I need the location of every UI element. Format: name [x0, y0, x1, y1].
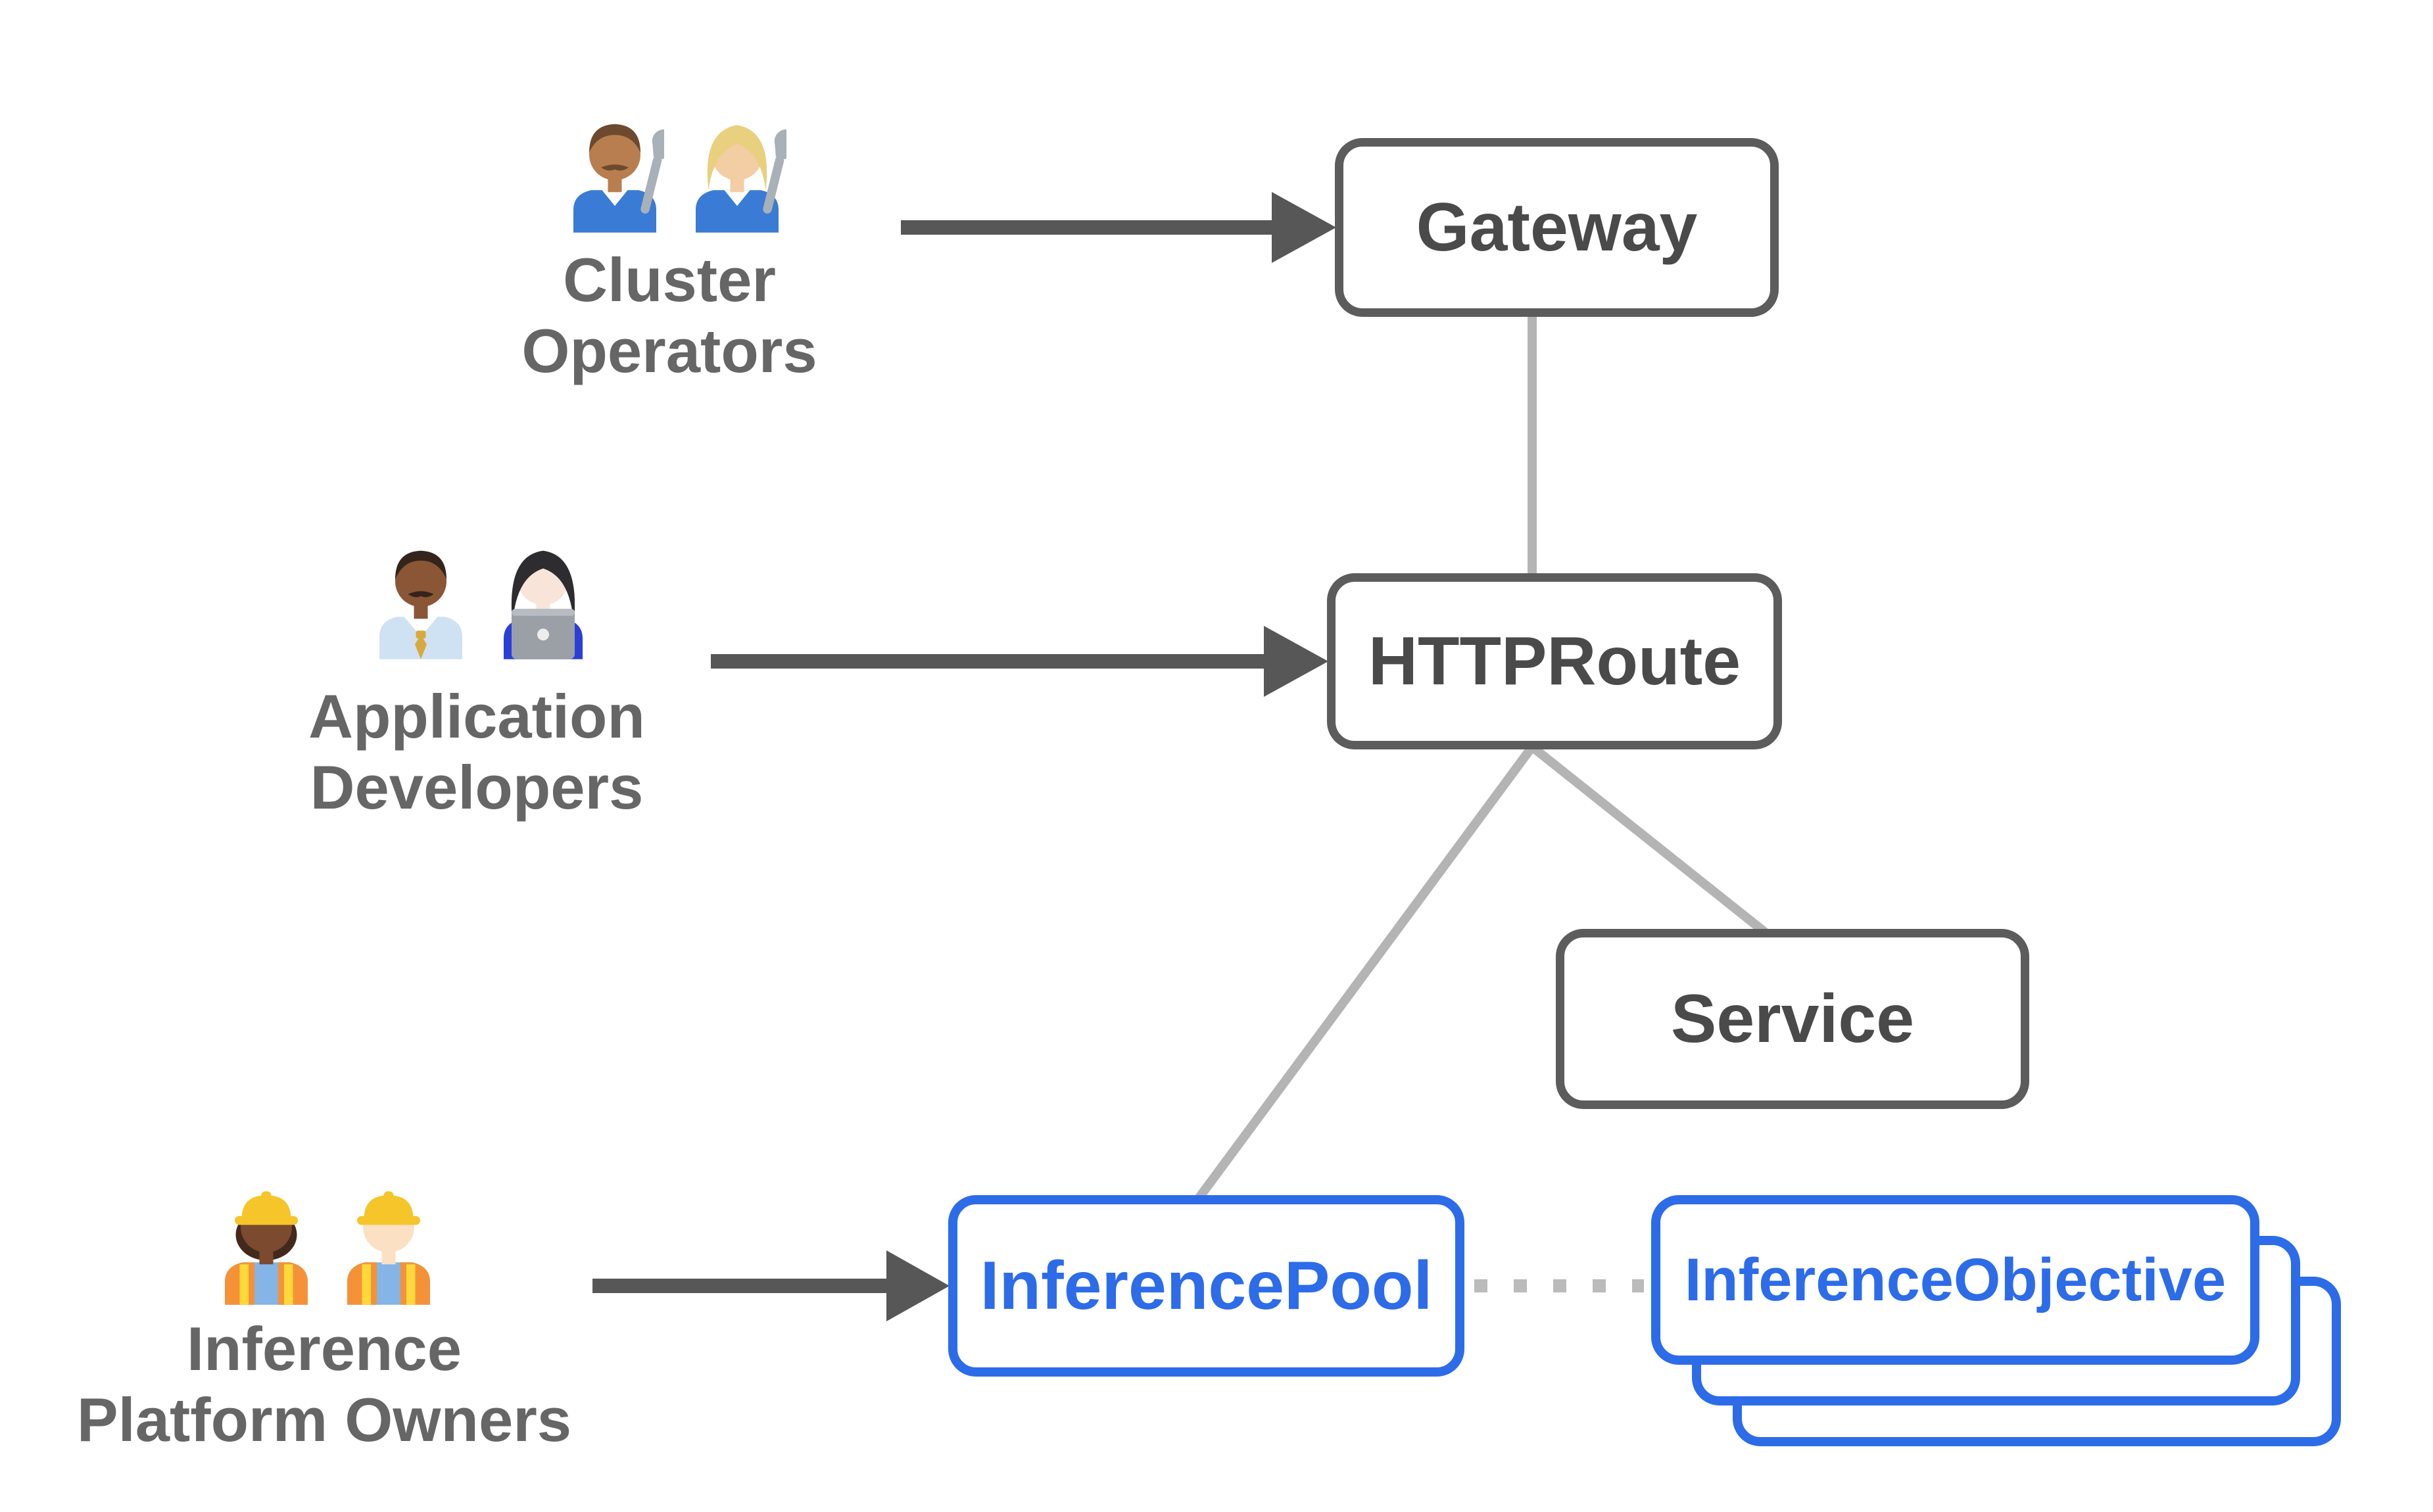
persona-inference-platform-owners-label: Inference Platform Owners: [61, 1313, 587, 1455]
man-construction-worker-emoji: [347, 1191, 430, 1305]
man-mechanic-emoji: [573, 124, 664, 233]
label-line: Inference: [187, 1314, 462, 1383]
persona-application-developers: [372, 538, 592, 659]
woman-construction-worker-emoji: [225, 1191, 308, 1305]
persona-cluster-operators-label: Cluster Operators: [406, 245, 932, 387]
node-httproute: HTTPRoute: [1327, 573, 1782, 749]
arrowhead-icon: [886, 1250, 950, 1321]
node-gateway-label: Gateway: [1416, 189, 1698, 266]
node-gateway: Gateway: [1335, 138, 1779, 317]
persona-cluster-operators: [566, 111, 786, 233]
edge-httproute-service: [1529, 743, 1768, 936]
arrow-application-developers-to-httproute: [711, 626, 1328, 697]
label-line: Cluster: [563, 245, 776, 314]
arrowhead-icon: [1264, 626, 1328, 697]
node-httproute-label: HTTPRoute: [1368, 623, 1741, 699]
persona-inference-platform-owners: [217, 1183, 438, 1305]
woman-technologist-emoji: [504, 550, 583, 659]
label-line: Developers: [310, 753, 644, 822]
edge-httproute-inferencepool: [1194, 744, 1536, 1202]
label-line: Application: [308, 682, 645, 751]
node-service: Service: [1556, 929, 2029, 1109]
arrowhead-icon: [1272, 192, 1336, 263]
man-office-worker-emoji: [379, 550, 462, 659]
node-service-label: Service: [1670, 980, 1915, 1057]
arrow-inference-platform-owners-to-inferencepool: [592, 1250, 950, 1321]
persona-application-developers-label: Application Developers: [214, 681, 740, 823]
node-inferencepool-label: InferencePool: [980, 1247, 1433, 1324]
node-inferenceobjective-label: InferenceObjective: [1684, 1246, 2227, 1313]
arrow-cluster-operators-to-gateway: [901, 192, 1336, 263]
label-line: Operators: [521, 316, 817, 385]
node-inferencepool: InferencePool: [948, 1195, 1464, 1377]
label-line: Platform Owners: [76, 1385, 572, 1454]
node-inferenceobjective: InferenceObjective: [1651, 1195, 2259, 1365]
woman-mechanic-emoji: [696, 125, 786, 233]
